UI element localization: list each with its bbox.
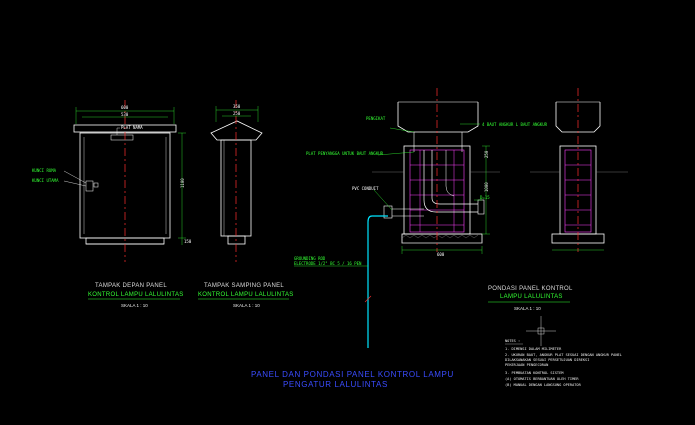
side-title-line2: KONTROL LAMPU LALULINTAS (198, 292, 294, 298)
notes-block: NOTES : 1. DIMENSI DALAM MILIMETER 2. UK… (505, 316, 622, 387)
note-item-3: DILAKSANAKAN SESUAI PERSETUJUAN DIREKSI (505, 358, 589, 362)
front-dim-base: 150 (184, 239, 192, 244)
front-dim-height: 1100 (180, 178, 185, 188)
side-title-line1: TAMPAK SAMPING PANEL (204, 283, 284, 289)
note-item-5: 3. PEMBUATAN KONTROL SISTEM (505, 371, 564, 375)
note-item-4: PEKERJAAN PENGECORAN (505, 363, 548, 367)
front-view-dimensions: 600 530 1100 150 PLAT NAMA KUNCI RUMA KU… (32, 105, 192, 245)
section-dim-right: 1000 (484, 182, 489, 192)
front-title-line2: KONTROL LAMPU LALULINTAS (88, 292, 184, 298)
front-scale: SKALA 1 : 10 (121, 303, 148, 308)
front-view-panel (73, 100, 177, 262)
front-title-line1: TAMPAK DEPAN PANEL (95, 283, 167, 289)
side-view-dimensions: 350 250 (215, 104, 259, 122)
front-dim-inner: 530 (121, 112, 129, 117)
note-item-1: 1. DIMENSI DALAM MILIMETER (505, 347, 562, 351)
foundation-title-line1: PONDASI PANEL KONTROL (488, 286, 573, 292)
main-title: PANEL DAN PONDASI PANEL KONTROL LAMPU PE… (251, 370, 454, 389)
main-title-line2: PENGATUR LALULINTAS (283, 380, 388, 389)
label-pvc: PVC CONDUIT (352, 186, 379, 191)
side-view-title: TAMPAK SAMPING PANEL KONTROL LAMPU LALUL… (198, 283, 294, 308)
foundation-section-dimensions: 600 250 1000 PENGIKAT 4 BAUT ANGKUR L BA… (306, 116, 548, 257)
side-scale: SKALA 1 : 10 (233, 303, 260, 308)
note-item-2: 2. UKURAN BAUT, ANGKUR PLAT SESUAI DENGA… (505, 353, 622, 357)
label-kunci-utama: KUNCI UTAMA (32, 178, 59, 183)
notes-heading: NOTES : (505, 339, 520, 343)
label-d15: D=15 (480, 195, 490, 200)
foundation-section-front (372, 88, 500, 252)
note-item-7: (B) MANUAL DENGAN LANGSUNG OPERATOR (505, 383, 582, 387)
side-view-panel (210, 100, 263, 262)
label-kunci-ruma: KUNCI RUMA (32, 168, 57, 173)
grounding-label-line1: GROUNDING ROD (294, 256, 326, 261)
foundation-section-side (530, 88, 628, 252)
side-dim-inner: 250 (233, 111, 241, 116)
grounding-rod: GROUNDING ROD ELECTRODE 1/2" BC 5 / 16 P… (294, 215, 388, 348)
front-dim-top: 600 (121, 105, 129, 110)
section-dim-bottom: 600 (437, 252, 445, 257)
section-dim-side: 250 (484, 150, 489, 158)
label-plat-nama: PLAT NAMA (121, 125, 143, 130)
note-item-6: (A) OTOMATIS BERBANTUAN OLEH TIMER (505, 377, 579, 381)
label-plat: PLAT PENYANGGA UNTUK BAUT ANGKUR (306, 151, 384, 156)
label-pengikat: PENGIKAT (366, 116, 386, 121)
grounding-label-line2: ELECTRODE 1/2" BC 5 / 16 PEN (294, 261, 362, 266)
foundation-title-line2: LAMPU LALULINTAS (500, 294, 563, 300)
foundation-title: PONDASI PANEL KONTROL LAMPU LALULINTAS S… (488, 286, 573, 311)
side-dim-top: 350 (233, 104, 241, 109)
foundation-scale: SKALA 1 : 10 (514, 306, 541, 311)
label-angkur: 4 BAUT ANGKUR L BAUT ANGKUR (482, 122, 548, 127)
front-view-title: TAMPAK DEPAN PANEL KONTROL LAMPU LALULIN… (88, 283, 184, 308)
main-title-line1: PANEL DAN PONDASI PANEL KONTROL LAMPU (251, 370, 454, 379)
